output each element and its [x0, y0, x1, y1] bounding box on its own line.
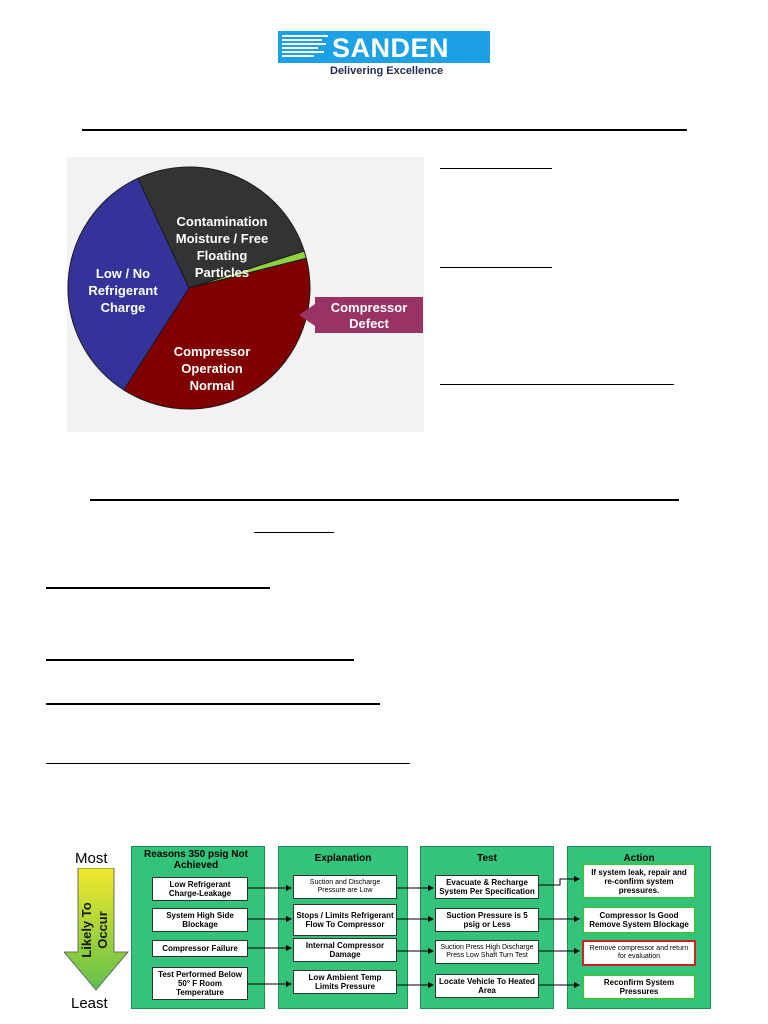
scale-most: Most [75, 850, 108, 867]
low-charge-label-line-3: Charge [101, 300, 146, 315]
reason-box-low-temp: Test Performed Below 50° F Room Temperat… [152, 967, 248, 1000]
logo-banner: SANDEN [278, 31, 490, 63]
test-box-evacuate: Evacuate & Recharge System Per Specifica… [435, 875, 539, 899]
test-header: Test [477, 853, 497, 864]
explanation-column: Explanation Suction and Discharge Pressu… [278, 846, 408, 1009]
test-column: Test Evacuate & Recharge System Per Spec… [420, 846, 554, 1009]
pie-chart-panel: Compressor Defect Contamination Moisture… [67, 157, 424, 432]
redacted-line [46, 587, 270, 589]
redacted-line [46, 659, 354, 661]
redacted-line [46, 703, 380, 705]
low-charge-label-line-2: Refrigerant [88, 283, 158, 298]
heading-rule-2 [90, 499, 679, 501]
reasons-header: Reasons 350 psig Not Achieved [144, 849, 248, 871]
scale-least: Least [71, 995, 108, 1012]
slice-low-charge [67, 177, 190, 391]
explanation-box-ambient: Low Ambient Temp Limits Pressure [293, 970, 397, 994]
brand-tagline: Delivering Excellence [330, 65, 444, 77]
action-box-repair: If system leak, repair and re-confirm sy… [582, 863, 696, 899]
redacted-line [254, 532, 334, 533]
heading-rule-1 [82, 129, 687, 131]
normal-label-line-3: Normal [190, 378, 235, 393]
explanation-box-flow: Stops / Limits Refrigerant Flow To Compr… [293, 904, 397, 936]
contamination-label-line-1: Contamination [177, 214, 268, 229]
action-column: Action If system leak, repair and re-con… [567, 846, 711, 1009]
normal-label-line-1: Compressor [174, 344, 251, 359]
normal-label-line-2: Operation [181, 361, 242, 376]
contamination-label-line-2: Moisture / Free [176, 231, 268, 246]
action-box-reconfirm: Reconfirm System Pressures [582, 974, 696, 1000]
defect-label-line-2: Defect [349, 316, 389, 331]
brand-name: SANDEN [332, 33, 450, 63]
likely-text-1: Likely To [79, 902, 94, 957]
reason-box-compressor-failure: Compressor Failure [152, 940, 248, 957]
slice-operation-normal [123, 257, 311, 410]
contamination-label-line-4: Particles [195, 265, 249, 280]
pie-chart: Compressor Defect Contamination Moisture… [67, 166, 423, 410]
defect-label-line-1: Compressor [331, 300, 408, 315]
defect-callout-pointer [299, 304, 315, 326]
slice-contamination [137, 166, 305, 289]
low-charge-label-line-1: Low / No [96, 266, 150, 281]
redacted-line [440, 168, 552, 169]
test-box-suction: Suction Pressure is 5 psig or Less [435, 908, 539, 932]
redacted-line [46, 763, 410, 764]
sanden-logo: SANDEN Delivering Excellence [278, 31, 490, 79]
likely-text-2: Occur [95, 911, 110, 949]
action-box-remove-blockage: Compressor Is Good Remove System Blockag… [582, 906, 696, 934]
explanation-box-low-pressure: Suction and Discharge Pressure are Low [293, 875, 397, 899]
down-arrow-icon [64, 868, 130, 991]
defect-callout-box [315, 297, 423, 333]
explanation-box-damage: Internal Compressor Damage [293, 938, 397, 962]
redacted-line [440, 267, 552, 268]
connector-arrow [539, 876, 580, 886]
test-box-heated-area: Locate Vehicle To Heated Area [435, 974, 539, 998]
logo-stripes-icon [282, 35, 328, 59]
explanation-header: Explanation [314, 853, 372, 864]
redacted-line [440, 384, 674, 385]
reason-box-leakage: Low Refrigerant Charge-Leakage [152, 877, 248, 901]
test-box-shaft-turn: Suction Press High Discharge Press Low S… [435, 940, 539, 964]
reason-box-blockage: System High Side Blockage [152, 908, 248, 932]
reasons-column: Reasons 350 psig Not Achieved Low Refrig… [131, 846, 265, 1009]
action-box-return-compressor: Remove compressor and return for evaluat… [582, 940, 696, 966]
contamination-label-line-3: Floating [197, 248, 248, 263]
action-header: Action [623, 853, 655, 864]
likely-arrow: Likely To Occur [64, 868, 130, 991]
